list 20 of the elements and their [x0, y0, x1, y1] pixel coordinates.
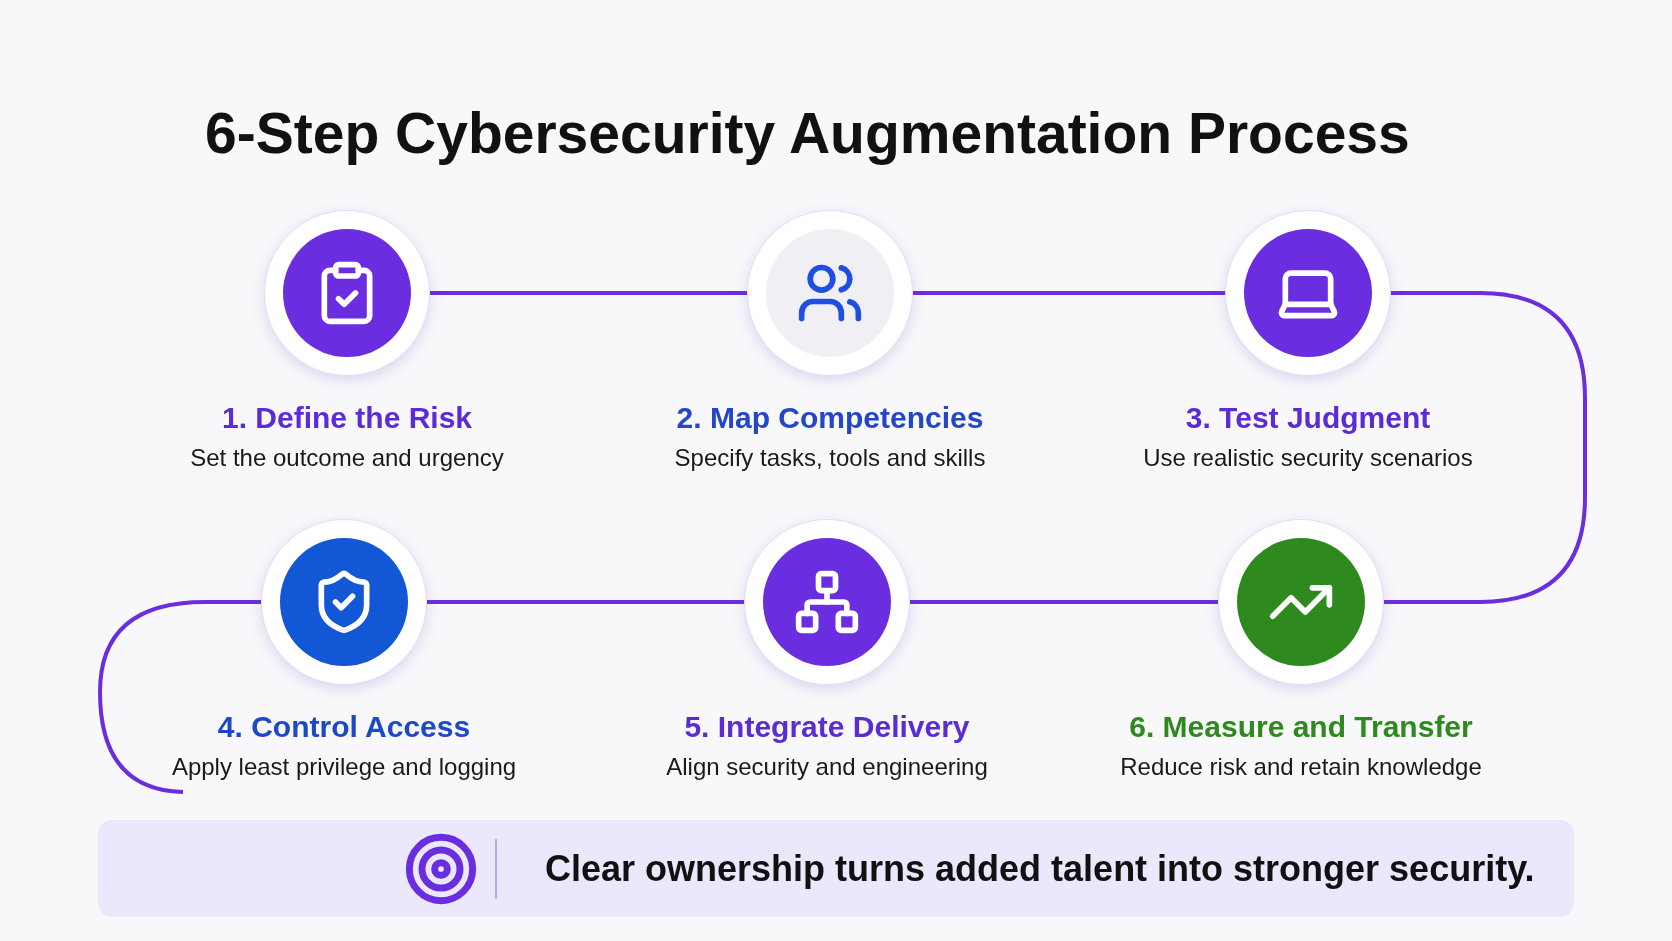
connector-line — [430, 291, 747, 295]
connector-line — [1384, 291, 1587, 604]
step-description: Specify tasks, tools and skills — [674, 442, 986, 473]
step-description: Use realistic security scenarios — [1143, 442, 1473, 473]
step-heading: 2. Map Competencies — [676, 400, 984, 436]
step-heading: 3. Test Judgment — [1185, 400, 1431, 436]
summary-text: Clear ownership turns added talent into stronger security. — [545, 846, 1535, 891]
step-description: Reduce risk and retain knowledge — [1120, 751, 1482, 782]
connector-line — [910, 600, 1218, 604]
connector-line — [913, 291, 1225, 295]
step-heading: 5. Integrate Delivery — [684, 709, 970, 745]
step-description: Apply least privilege and logging — [171, 751, 517, 782]
connector-line — [98, 600, 261, 794]
step-heading: 4. Control Access — [217, 709, 471, 745]
step-description: Align security and engineering — [666, 751, 988, 782]
step-heading: 1. Define the Risk — [221, 400, 473, 436]
step-description: Set the outcome and urgency — [190, 442, 504, 473]
step-heading: 6. Measure and Transfer — [1129, 709, 1473, 745]
summary-banner — [98, 820, 1574, 917]
connector-line — [427, 600, 744, 604]
